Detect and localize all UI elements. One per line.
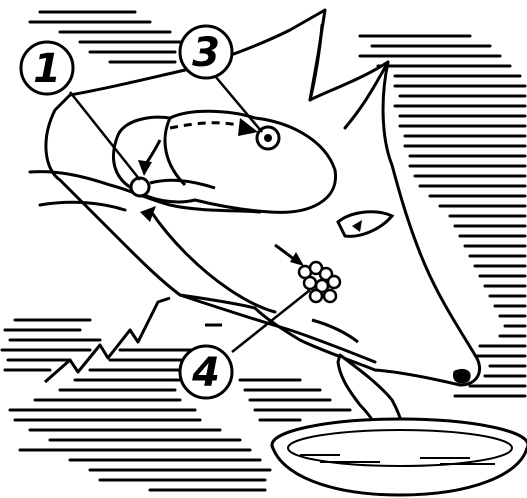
water-bowl [272, 419, 527, 495]
callout-3: 3 [180, 26, 232, 78]
callout-3-label: 3 [192, 30, 220, 76]
callout-4: 4 [180, 346, 232, 398]
callout-1: 1 [21, 42, 73, 94]
subcortical-node [131, 178, 149, 196]
callout-4-label: 4 [191, 350, 220, 396]
callout-1-label: 1 [33, 46, 61, 92]
